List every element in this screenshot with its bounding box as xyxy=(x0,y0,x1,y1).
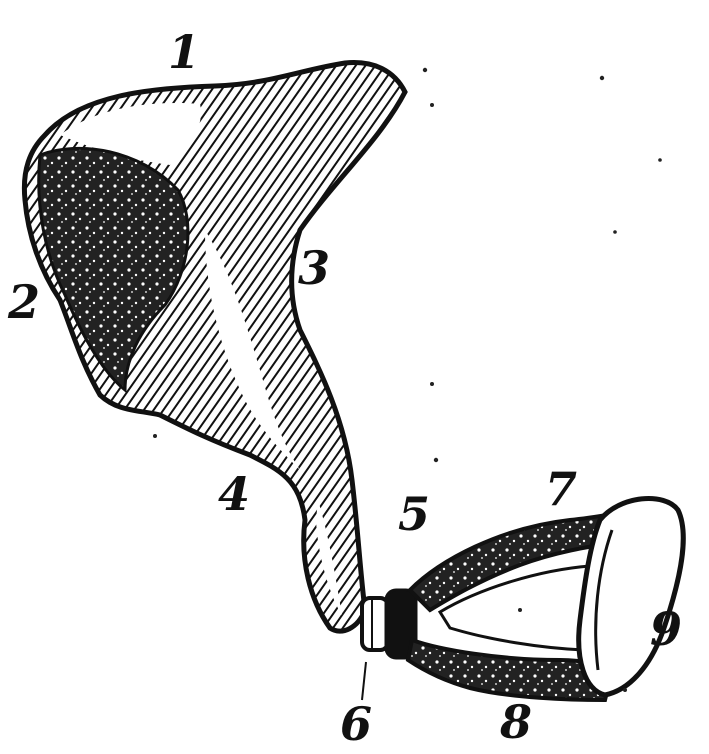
label-2: 2 xyxy=(7,275,40,329)
lenticular-joint xyxy=(362,590,416,658)
label-1: 1 xyxy=(168,25,200,79)
label-3: 3 xyxy=(298,241,330,295)
label-6-leader xyxy=(362,662,366,700)
label-7: 7 xyxy=(545,462,577,516)
label-5: 5 xyxy=(398,487,430,541)
label-6: 6 xyxy=(340,697,372,751)
incus-bone xyxy=(24,63,405,632)
stapes-bone xyxy=(408,499,683,700)
label-9: 9 xyxy=(650,602,682,656)
label-8: 8 xyxy=(499,695,532,749)
label-4: 4 xyxy=(218,467,250,521)
